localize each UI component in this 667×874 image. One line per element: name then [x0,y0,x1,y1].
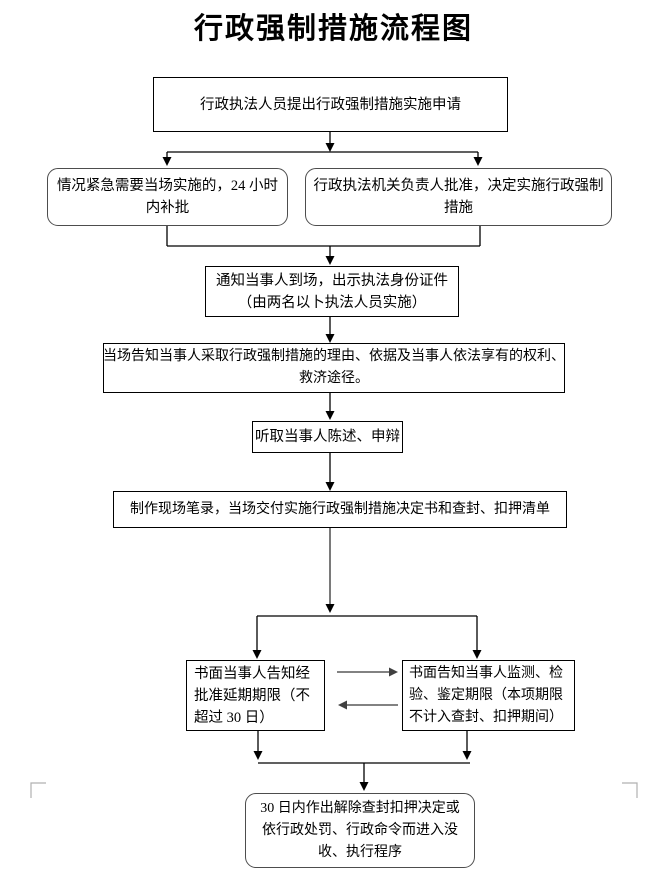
node-line: 30 日内作出解除查封扣押决定或 [260,800,460,816]
flow-node-final: 30 日内作出解除查封扣押决定或 依行政处罚、行政命令而进入没 收、执行程序 [245,793,475,868]
arrowhead-to-testing [472,650,482,659]
arrowhead-to-extension [252,650,262,659]
arrowhead-to-notify [325,256,335,265]
flow-node-inform: 当场告知当事人采取行政强制措施的理由、依据及当事人依法享有的权利、 救济途径。 [103,343,565,393]
arrowhead-right [389,667,398,677]
node-line: 验、鉴定期限（本项期限 [409,687,563,703]
arrowhead-extension-down [253,751,263,760]
margin-mark-right [622,782,638,798]
arrowhead-to-approve [473,157,483,166]
node-line: 行政执法机关负责人批准，决定实施行政强制 [313,178,604,194]
node-line: 听取当事人陈述、申辩 [255,429,400,445]
node-line: 行政执法人员提出行政强制措施实施申请 [200,96,461,113]
flow-node-extension: 书面当事人告知经 批准延期期限（不 超过 30 日） [186,660,325,731]
flow-node-testing: 书面告知当事人监测、检 验、鉴定期限（本项期限 不计入查封、扣押期间） [402,660,575,731]
node-line: 救济途径。 [299,371,369,386]
node-line: 措施 [444,200,473,216]
node-line: 超过 30 日） [194,709,274,726]
node-line: 书面告知当事人监测、检 [409,665,563,681]
flow-node-approve: 行政执法机关负责人批准，决定实施行政强制 措施 [305,168,612,226]
arrowhead-testing-down [462,751,472,760]
flow-node-apply: 行政执法人员提出行政强制措施实施申请 [153,77,508,132]
arrowhead-listen-record [325,482,335,491]
node-line: 当场告知当事人采取行政强制措施的理由、依据及当事人依法享有的权利、 [103,349,565,364]
flow-node-urgent: 情况紧急需要当场实施的，24 小时 内补批 [47,168,288,226]
node-line: 通知当事人到场，出示执法身份证件 [216,272,448,289]
node-line: （由两名以卜执法人员实施） [237,294,427,311]
node-line: 批准延期期限（不 [194,687,310,704]
node-line: 不计入查封、扣押期间） [409,709,563,725]
arrowhead-to-urgent [162,157,172,166]
margin-mark-left [30,782,46,798]
node-line: 书面当事人告知经 [194,665,310,682]
page-title: 行政强制措施流程图 [193,13,473,45]
arrowhead-to-final [359,782,369,791]
node-line: 内补批 [145,200,190,216]
arrowhead-notify-inform [325,334,335,343]
node-line: 情况紧急需要当场实施的，24 小时 [56,178,279,194]
node-line: 依行政处罚、行政命令而进入没 [262,822,458,838]
flow-node-notify: 通知当事人到场，出示执法身份证件 （由两名以卜执法人员实施） [205,266,459,317]
node-line: 收、执行程序 [318,844,402,860]
arrowhead-left [338,700,347,710]
arrowhead-record-down [325,604,335,613]
arrowhead-apply-down [325,143,335,152]
flow-node-record: 制作现场笔录，当场交付实施行政强制措施决定书和查封、扣押清单 [113,491,567,528]
node-line: 制作现场笔录，当场交付实施行政强制措施决定书和查封、扣押清单 [130,501,550,517]
flow-node-listen: 听取当事人陈述、申辩 [252,421,403,453]
arrowhead-inform-listen [325,411,335,420]
